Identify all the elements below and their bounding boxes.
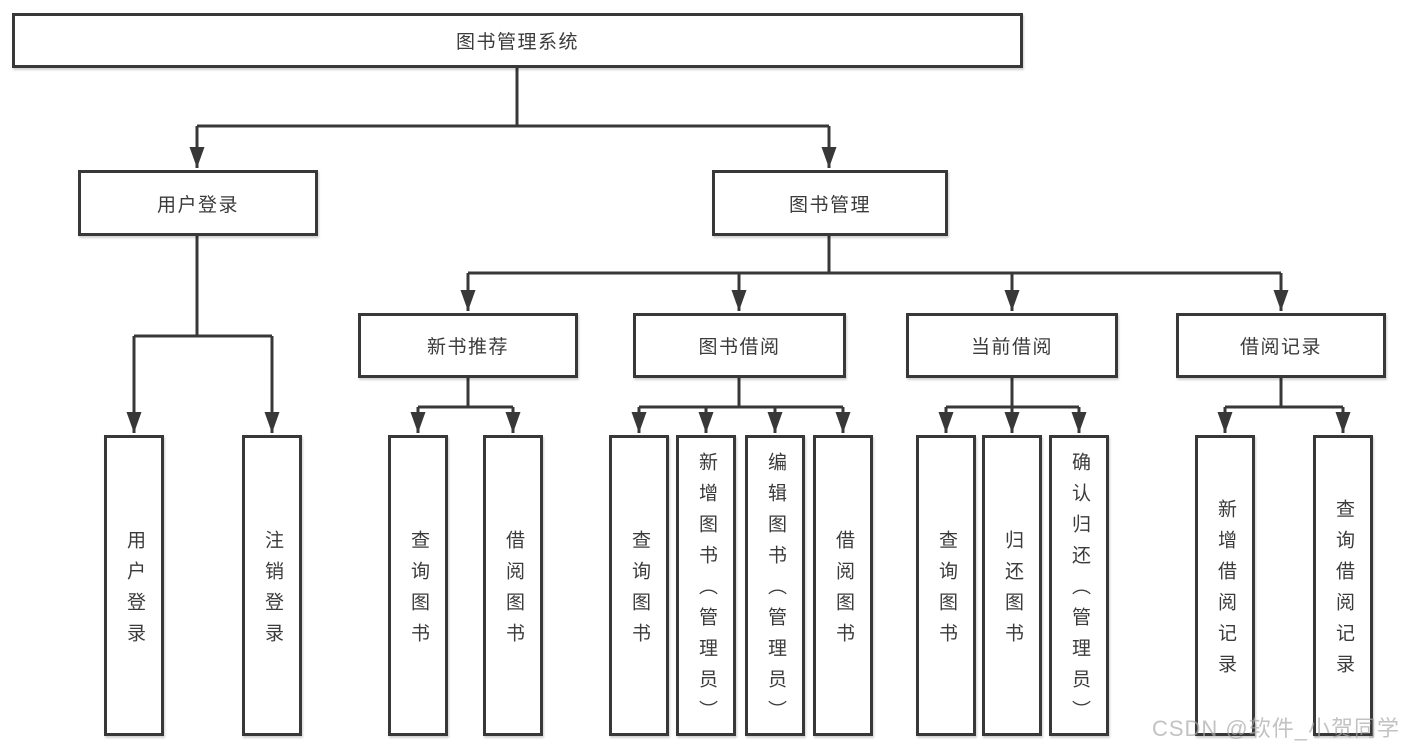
connectors [126,67,1351,433]
node-leaf-records-add: 新增借阅记录 [1195,435,1255,736]
node-leaf-recommend-borrow-books-label: 借阅图书 [502,529,524,654]
node-leaf-user-login: 用户登录 [104,435,164,736]
node-book-management: 图书管理 [712,170,948,236]
node-leaf-borrow-query-books-label: 查询图书 [628,529,650,654]
node-leaf-borrow-add-books: 新增图书（管理员） [676,435,736,736]
node-leaf-logout-label: 注销登录 [261,529,283,654]
node-leaf-current-query-books: 查询图书 [916,435,976,736]
node-leaf-current-return-books-label: 归还图书 [1001,529,1023,654]
node-new-book-recommend: 新书推荐 [358,313,578,378]
node-leaf-current-query-books-label: 查询图书 [935,529,957,654]
node-leaf-borrow-edit-books-label: 编辑图书（管理员） [764,452,786,731]
node-leaf-borrow-borrow-books: 借阅图书 [813,435,873,736]
node-leaf-recommend-query-books-label: 查询图书 [407,529,429,654]
node-book-management-label: 图书管理 [788,194,871,216]
node-current-borrow: 当前借阅 [906,313,1118,378]
node-leaf-recommend-query-books: 查询图书 [388,435,448,736]
node-leaf-current-confirm-return-label: 确认归还（管理员） [1068,452,1090,731]
node-user-login: 用户登录 [78,170,318,236]
csdn-watermark: CSDN @软件_小贺同学 [1151,716,1400,741]
node-user-login-label: 用户登录 [156,194,239,216]
node-leaf-borrow-edit-books: 编辑图书（管理员） [745,435,805,736]
node-book-borrow-label: 图书借阅 [698,337,781,358]
node-borrow-records: 借阅记录 [1176,313,1386,378]
node-leaf-borrow-query-books: 查询图书 [609,435,669,736]
node-current-borrow-label: 当前借阅 [970,337,1053,358]
node-borrow-records-label: 借阅记录 [1239,337,1322,358]
node-leaf-borrow-borrow-books-label: 借阅图书 [832,529,854,654]
node-leaf-user-login-label: 用户登录 [123,529,145,654]
node-leaf-records-add-label: 新增借阅记录 [1214,498,1236,685]
node-book-borrow: 图书借阅 [633,313,846,378]
node-new-book-recommend-label: 新书推荐 [426,337,509,358]
node-leaf-current-return-books: 归还图书 [982,435,1042,736]
node-leaf-recommend-borrow-books: 借阅图书 [483,435,543,736]
node-root: 图书管理系统 [12,13,1023,68]
node-leaf-records-query-label: 查询借阅记录 [1332,498,1354,685]
node-leaf-logout: 注销登录 [242,435,302,736]
node-root-label: 图书管理系统 [455,32,579,53]
node-leaf-records-query: 查询借阅记录 [1313,435,1373,736]
node-leaf-borrow-add-books-label: 新增图书（管理员） [695,452,717,731]
node-leaf-current-confirm-return: 确认归还（管理员） [1049,435,1109,736]
